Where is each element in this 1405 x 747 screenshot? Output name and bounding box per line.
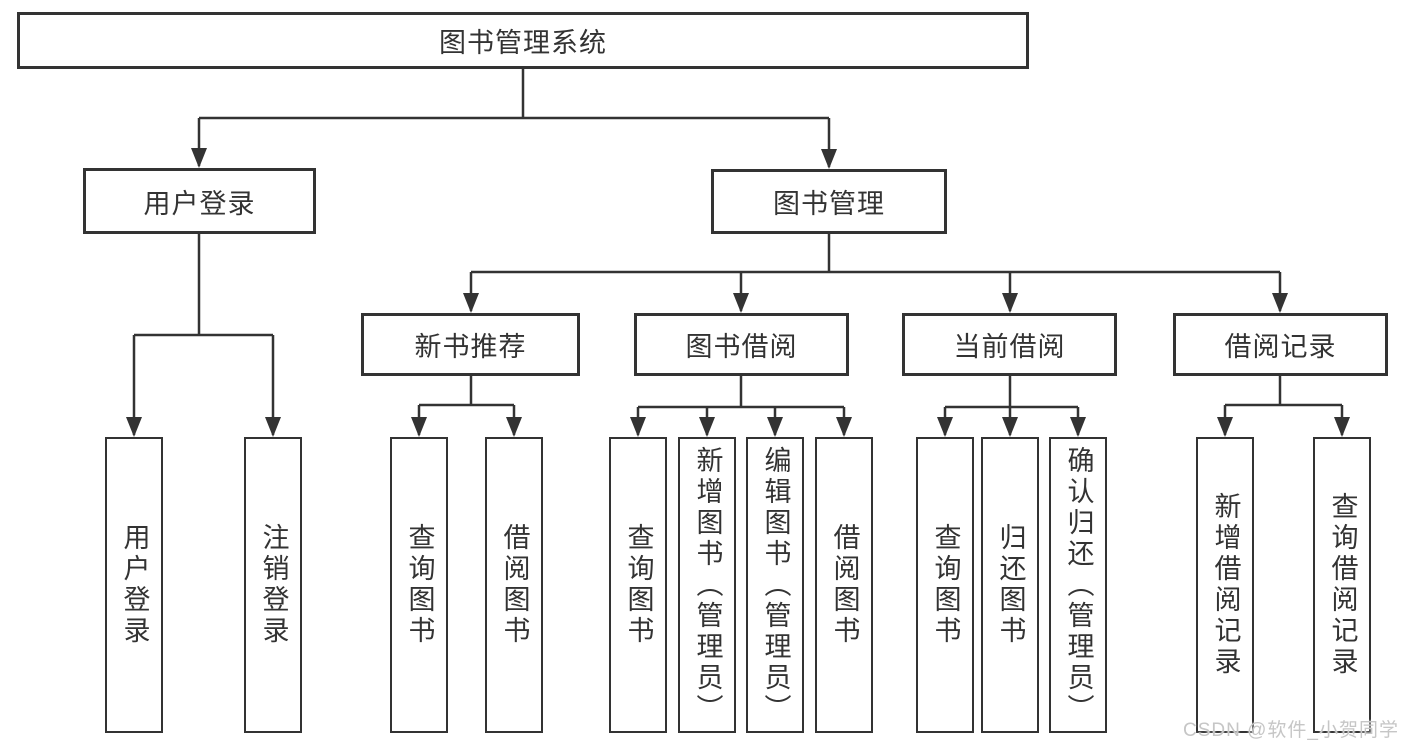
leaf-query-books-3: 查询图书	[916, 437, 974, 733]
leaf-edit-book-admin: 编辑图书（管理员）	[746, 437, 804, 733]
wire-borrowrecords-to-leaves	[1225, 376, 1342, 407]
leaf-return-book: 归还图书	[981, 437, 1039, 733]
leaf-query-borrow-record: 查询借阅记录	[1313, 437, 1371, 733]
leaf-logout-login: 注销登录	[244, 437, 302, 733]
leaf-query-books-1-label: 查询图书	[404, 523, 435, 647]
node-book-borrow: 图书借阅	[634, 313, 849, 376]
leaf-return-book-label: 归还图书	[995, 523, 1026, 647]
node-user-login-label: 用户登录	[143, 188, 256, 219]
leaf-borrow-books-1: 借阅图书	[485, 437, 543, 733]
leaf-confirm-return-admin-label: 确认归还（管理员）	[1063, 445, 1094, 725]
leaf-add-borrow-record-label: 新增借阅记录	[1210, 492, 1241, 678]
leaf-query-borrow-record-label: 查询借阅记录	[1327, 492, 1358, 678]
node-user-login: 用户登录	[83, 168, 316, 234]
leaf-query-books-1: 查询图书	[390, 437, 448, 733]
leaf-add-book-admin: 新增图书（管理员）	[678, 437, 736, 733]
leaf-add-book-admin-label: 新增图书（管理员）	[692, 445, 723, 725]
leaf-borrow-books-2: 借阅图书	[815, 437, 873, 733]
node-current-borrow: 当前借阅	[902, 313, 1117, 376]
node-root: 图书管理系统	[17, 12, 1029, 69]
leaf-add-borrow-record: 新增借阅记录	[1196, 437, 1254, 733]
leaf-borrow-books-2-label: 借阅图书	[829, 523, 860, 647]
leaf-user-login-label: 用户登录	[119, 523, 150, 647]
node-borrow-records: 借阅记录	[1173, 313, 1388, 376]
leaf-query-books-3-label: 查询图书	[930, 523, 961, 647]
leaf-borrow-books-1-label: 借阅图书	[499, 523, 530, 647]
wire-newbooks-to-leaves	[419, 376, 514, 407]
csdn-watermark: CSDN @软件_小贺同学	[1183, 720, 1399, 741]
node-new-book-recommend-label: 新书推荐	[414, 332, 527, 362]
wire-bookborrow-to-leaves	[638, 376, 844, 409]
node-book-management: 图书管理	[711, 169, 947, 234]
wire-bookmgmt-to-level3	[471, 234, 1280, 274]
node-root-label: 图书管理系统	[439, 28, 607, 58]
leaf-query-books-2-label: 查询图书	[623, 523, 654, 647]
leaf-confirm-return-admin: 确认归还（管理员）	[1049, 437, 1107, 733]
node-borrow-records-label: 借阅记录	[1224, 332, 1337, 362]
wire-currentborrow-to-leaves	[945, 376, 1078, 409]
leaf-edit-book-admin-label: 编辑图书（管理员）	[760, 445, 791, 725]
leaf-logout-login-label: 注销登录	[258, 523, 289, 647]
leaf-query-books-2: 查询图书	[609, 437, 667, 733]
node-current-borrow-label: 当前借阅	[953, 332, 1066, 362]
leaf-user-login: 用户登录	[105, 437, 163, 733]
node-book-management-label: 图书管理	[773, 189, 885, 219]
wire-root-to-level2	[199, 69, 829, 120]
node-new-book-recommend: 新书推荐	[361, 313, 580, 376]
node-book-borrow-label: 图书借阅	[685, 332, 798, 362]
wire-userlogin-to-leaves	[134, 234, 273, 337]
